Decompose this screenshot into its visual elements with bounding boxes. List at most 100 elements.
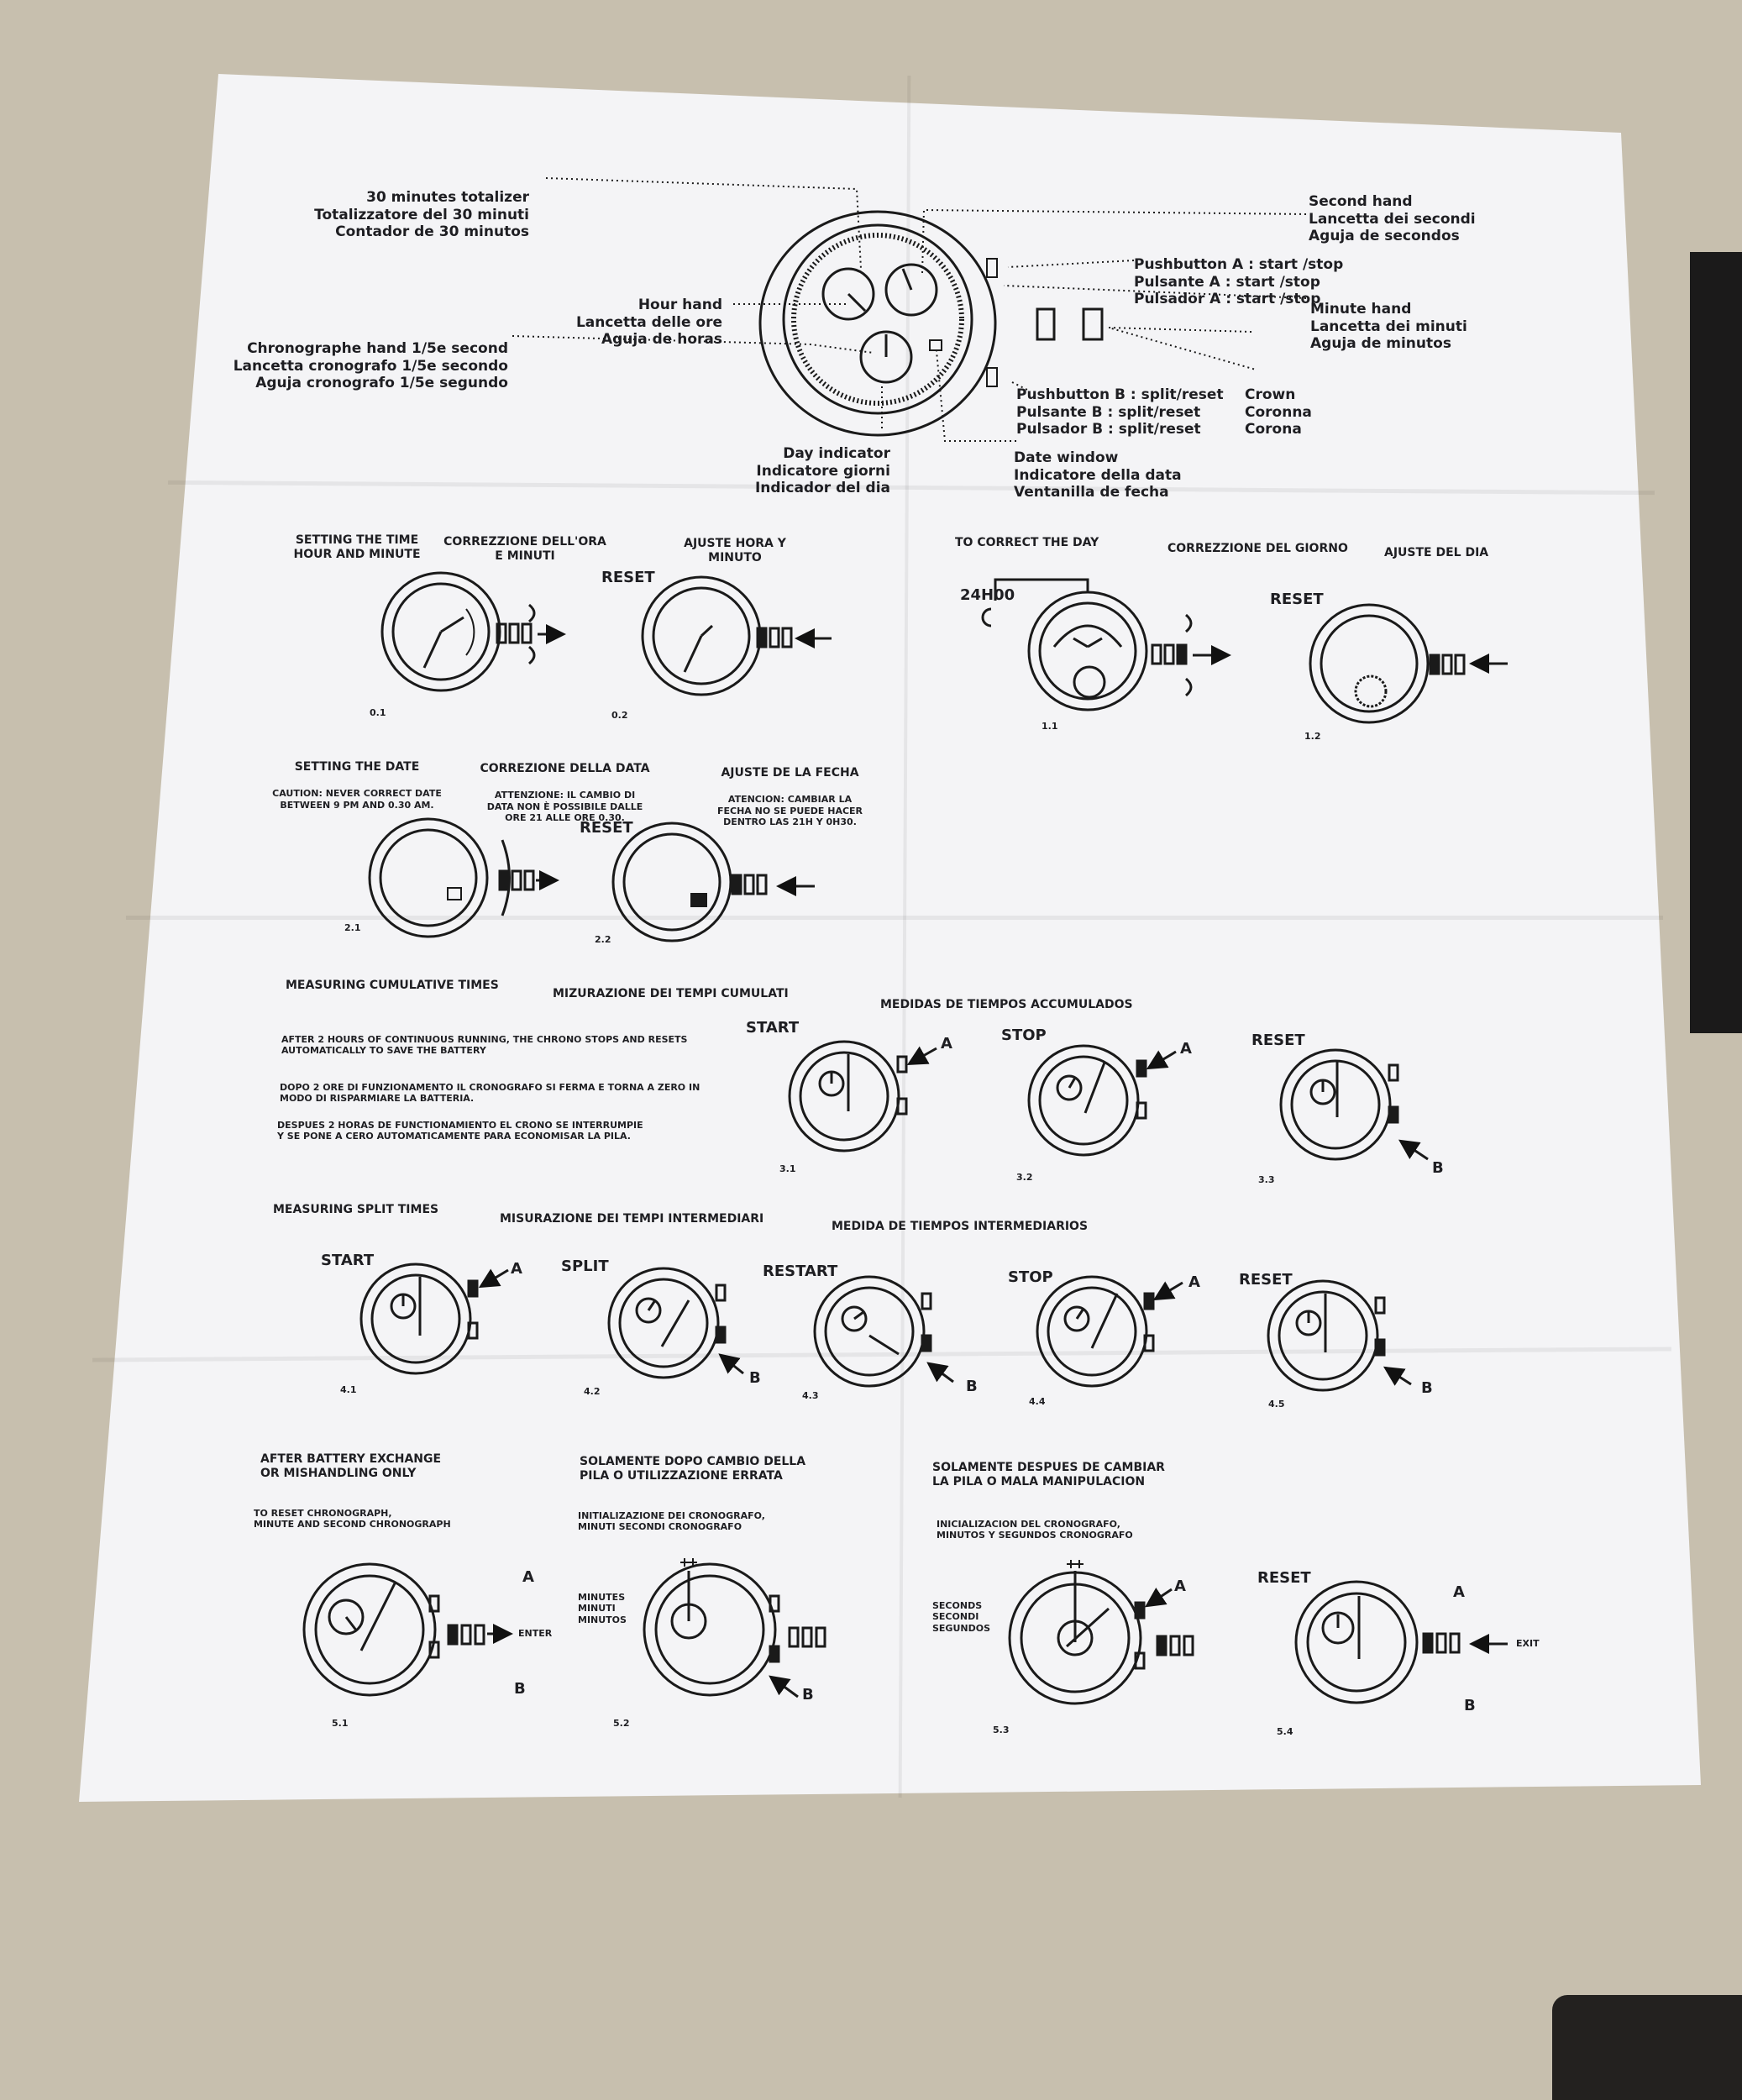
fig-number: 0.1	[370, 707, 386, 718]
main-watch-diagram	[758, 210, 1104, 437]
fig-number: 2.2	[595, 934, 611, 945]
watch-fig-3-2	[1027, 1044, 1177, 1157]
button-b-marker: B	[802, 1686, 814, 1704]
watch-fig-2-2	[611, 822, 815, 942]
cumulative-note-es: DESPUES 2 HORAS DE FUNCTIONAMIENTO EL CR…	[277, 1120, 643, 1142]
watch-fig-4-3	[813, 1275, 954, 1388]
button-b-marker: B	[1464, 1697, 1476, 1714]
watch-fig-5-3	[1008, 1560, 1194, 1705]
button-b-marker: B	[1421, 1379, 1433, 1397]
fig-number: 0.2	[611, 710, 628, 721]
dark-object-corner	[1552, 1995, 1742, 2100]
cumulative-title-it: MIZURAZIONE DEI TEMPI CUMULATI	[553, 987, 789, 1000]
button-b-marker: B	[749, 1369, 761, 1387]
battery-sub-en: TO RESET CHRONOGRAPH,MINUTE AND SECOND C…	[254, 1508, 451, 1530]
fig-number: 1.1	[1042, 721, 1058, 732]
split-label: SPLIT	[561, 1257, 609, 1275]
fig-number: 3.1	[779, 1163, 796, 1174]
watch-fig-2-1	[368, 817, 559, 938]
fig-number: 4.4	[1029, 1396, 1046, 1407]
reset-label: RESET	[1257, 1569, 1311, 1587]
watch-fig-3-3	[1279, 1048, 1429, 1161]
fold-line	[126, 916, 1663, 920]
fig-number: 3.3	[1258, 1174, 1275, 1185]
watch-fig-5-2	[643, 1558, 826, 1698]
start-label: START	[746, 1019, 800, 1037]
setting-date-title-it: CORREZIONE DELLA DATA ATTENZIONE: IL CAM…	[480, 761, 650, 823]
fig-number: 1.2	[1304, 731, 1321, 742]
correct-day-title-en: TO CORRECT THE DAY	[955, 536, 1099, 549]
watch-fig-4-2	[607, 1267, 744, 1379]
watch-fig-0-2	[641, 575, 832, 696]
reset-label: RESET	[1239, 1271, 1293, 1289]
fig-number: 4.1	[340, 1384, 357, 1395]
split-title-en: MEASURING SPLIT TIMES	[273, 1203, 439, 1216]
watch-fig-5-4	[1294, 1580, 1508, 1704]
fig-number: 4.3	[802, 1390, 819, 1401]
button-a-marker: A	[522, 1568, 534, 1586]
cumulative-title-es: MEDIDAS DE TIEMPOS ACCUMULADOS	[880, 998, 1133, 1011]
correct-day-title-it: CORREZZIONE DEL GIORNO	[1167, 542, 1348, 555]
fig-number: 4.5	[1268, 1399, 1285, 1410]
watch-fig-4-1	[359, 1263, 509, 1375]
exit-label: EXIT	[1516, 1638, 1540, 1649]
fig-number: 5.1	[332, 1718, 349, 1729]
setting-date-title-en: SETTING THE DATE CAUTION: NEVER CORRECT …	[272, 759, 442, 811]
watch-fig-0-1	[380, 571, 566, 692]
button-a-marker: A	[511, 1260, 522, 1278]
stop-label: STOP	[1008, 1268, 1053, 1286]
watch-fig-4-4	[1036, 1275, 1183, 1388]
button-a-marker: A	[1180, 1040, 1192, 1058]
watch-fig-4-5	[1267, 1279, 1412, 1392]
watch-fig-5-1	[302, 1562, 513, 1697]
reset-label: RESET	[601, 569, 655, 586]
reset-label: RESET	[580, 819, 633, 837]
cumulative-title-en: MEASURING CUMULATIVE TIMES	[286, 979, 499, 992]
24h-label: 24H00	[960, 586, 1015, 604]
restart-label: RESTART	[763, 1263, 838, 1280]
button-b-marker: B	[514, 1680, 526, 1698]
reset-label: RESET	[1251, 1032, 1305, 1049]
fig-number: 3.2	[1016, 1172, 1033, 1183]
dark-box-background	[1690, 252, 1742, 1033]
button-a-marker: A	[1188, 1273, 1200, 1291]
enter-label: ENTER	[518, 1628, 553, 1639]
battery-sub-it: INITIALIZAZIONE DEI CRONOGRAFO,MINUTI SE…	[578, 1510, 765, 1533]
watch-fig-1-2	[1309, 603, 1508, 724]
watch-fig-3-1	[788, 1040, 937, 1152]
fig-number: 4.2	[584, 1386, 601, 1397]
fig-number: 2.1	[344, 922, 361, 933]
watch-fig-1-1	[981, 578, 1231, 711]
stop-label: STOP	[1001, 1026, 1047, 1044]
button-b-marker: B	[966, 1378, 978, 1395]
cumulative-note-en: AFTER 2 HOURS OF CONTINUOUS RUNNING, THE…	[281, 1034, 688, 1057]
button-a-marker: A	[1174, 1578, 1186, 1595]
button-b-marker: B	[1432, 1159, 1444, 1177]
split-title-es: MEDIDA DE TIEMPOS INTERMEDIARIOS	[832, 1220, 1089, 1233]
correct-day-title-es: AJUSTE DEL DIA	[1384, 546, 1489, 559]
button-a-marker: A	[1453, 1583, 1465, 1601]
fig-number: 5.2	[613, 1718, 630, 1729]
button-a-marker: A	[941, 1035, 952, 1053]
split-title-it: MISURAZIONE DEI TEMPI INTERMEDIARI	[500, 1212, 764, 1226]
